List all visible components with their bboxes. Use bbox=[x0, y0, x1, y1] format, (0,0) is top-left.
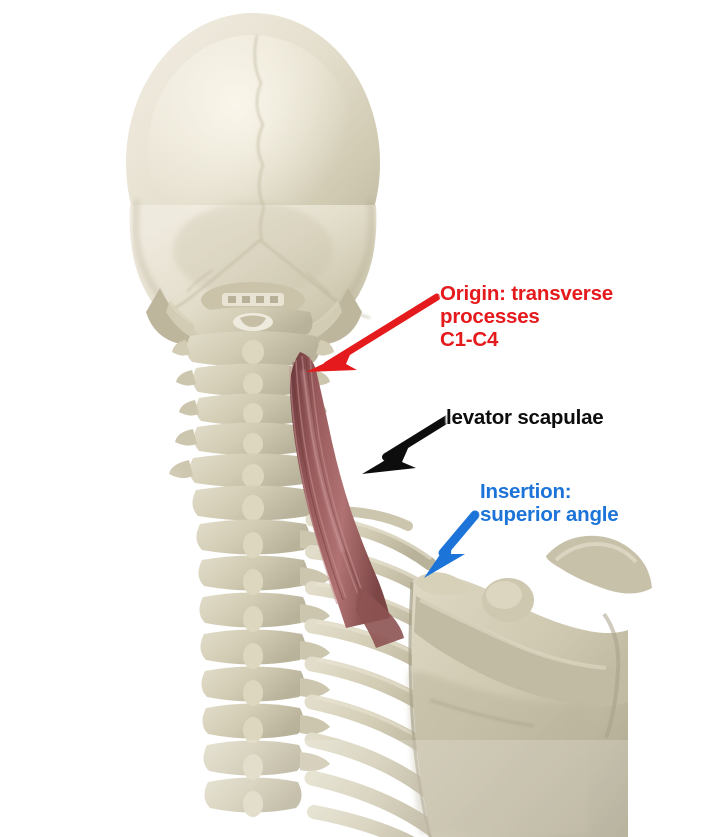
vertebra-c1 bbox=[193, 307, 313, 339]
muscle-label: levator scapulae bbox=[446, 406, 604, 429]
muscle-arrow bbox=[362, 414, 453, 474]
scapula bbox=[408, 535, 652, 837]
vertebra-c2 bbox=[172, 331, 334, 367]
thoracic-spine bbox=[196, 519, 330, 817]
left-fade bbox=[0, 470, 190, 837]
insertion-arrow bbox=[424, 510, 480, 578]
spinous-processes bbox=[243, 532, 263, 817]
levator-scapulae-muscle bbox=[289, 352, 404, 648]
skull bbox=[126, 13, 380, 355]
vertebra-c3 bbox=[176, 363, 330, 397]
origin-arrow bbox=[306, 293, 441, 372]
vertebra-c7 bbox=[192, 485, 314, 521]
insertion-label: Insertion: superior angle bbox=[480, 480, 619, 526]
origin-label: Origin: transverse processes C1-C4 bbox=[440, 282, 613, 351]
cervical-spine bbox=[169, 307, 337, 521]
superior-angle bbox=[414, 572, 472, 596]
